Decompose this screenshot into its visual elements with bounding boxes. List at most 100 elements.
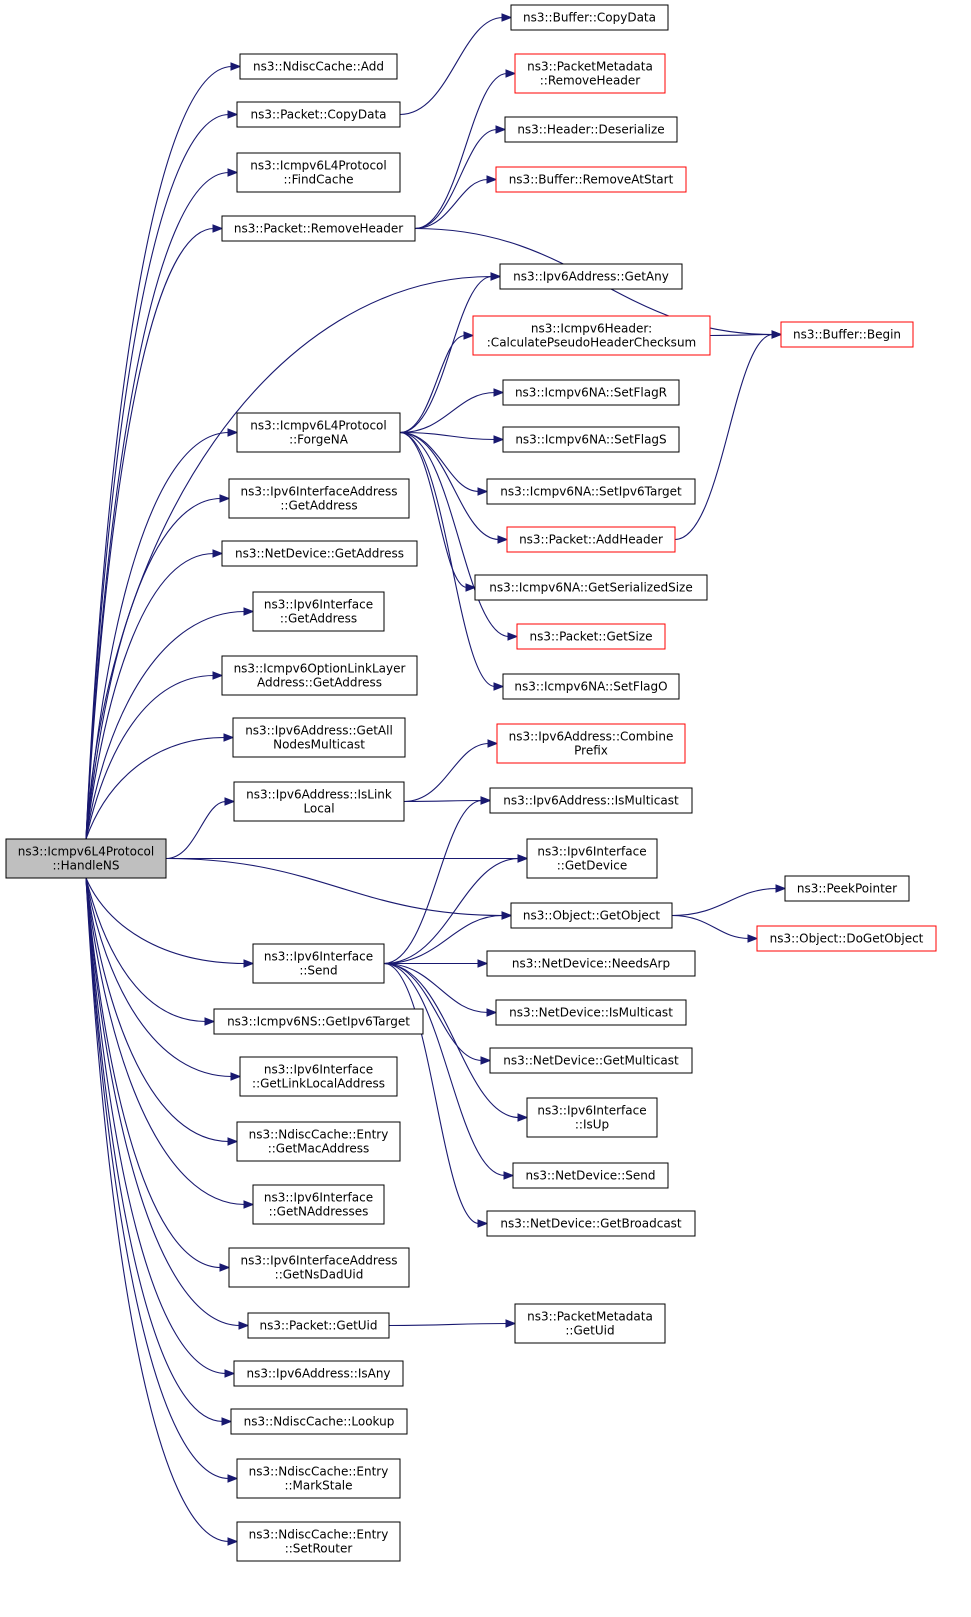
node-label: ns3::Packet::AddHeader: [519, 533, 663, 547]
arrowhead-pktRemHdr-to-pmRemHdr: [505, 69, 517, 78]
arrowhead-root-to-cacheAdd: [230, 62, 242, 71]
arrowhead-root-to-ndGetAddr: [212, 549, 224, 558]
node-label: ::GetAddress: [280, 499, 357, 513]
node-box: [228, 1247, 410, 1288]
node-getObj[interactable]: ns3::Object::GetObject: [510, 902, 673, 929]
node-ndSend[interactable]: ns3::NetDevice::Send: [512, 1162, 669, 1189]
node-box: [495, 999, 687, 1026]
edge-root-to-ifaddrGetAddr: [85, 497, 222, 840]
node-box: [502, 379, 680, 406]
node-ndGetMcast[interactable]: ns3::NetDevice::GetMulticast: [489, 1047, 693, 1074]
node-box: [756, 925, 937, 952]
arrowhead-forgeNA-to-setTarget: [477, 487, 489, 496]
edge-pktRemHdr-to-pmRemHdr: [414, 72, 508, 230]
node-label: ns3::Ipv6Address::IsAny: [246, 1367, 390, 1381]
node-pktSize[interactable]: ns3::Packet::GetSize: [516, 623, 666, 650]
node-getLLAddr[interactable]: ns3::Ipv6Interface::GetLinkLocalAddress: [239, 1056, 398, 1097]
node-doGetObj[interactable]: ns3::Object::DoGetObject: [756, 925, 937, 952]
node-label: ns3::Icmpv6L4Protocol: [250, 159, 386, 173]
node-ndBcast[interactable]: ns3::NetDevice::GetBroadcast: [486, 1210, 696, 1237]
node-addHdr[interactable]: ns3::Packet::AddHeader: [506, 526, 676, 553]
node-getNsDad[interactable]: ns3::Ipv6InterfaceAddress::GetNsDadUid: [228, 1247, 410, 1288]
edge-forgeNA-to-pktSize: [399, 431, 510, 638]
node-label: ns3::Icmpv6NS::GetIpv6Target: [227, 1015, 410, 1029]
node-optGetAddr[interactable]: ns3::Icmpv6OptionLinkLayerAddress::GetAd…: [221, 655, 418, 696]
node-setFlagR[interactable]: ns3::Icmpv6NA::SetFlagR: [502, 379, 680, 406]
node-bufBegin[interactable]: ns3::Buffer::Begin: [780, 321, 914, 348]
node-box: [252, 1184, 385, 1225]
node-label: ns3::Ipv6Interface: [264, 1191, 373, 1205]
node-box: [526, 838, 658, 879]
node-isAny[interactable]: ns3::Ipv6Address::IsAny: [233, 1360, 404, 1387]
node-peekPtr[interactable]: ns3::PeekPointer: [784, 875, 910, 902]
arrowhead-root-to-ifGetAddr: [243, 607, 255, 616]
node-pmUid[interactable]: ns3::PacketMetadata::GetUid: [514, 1303, 666, 1344]
node-pktRemHdr[interactable]: ns3::Packet::RemoveHeader: [221, 215, 416, 242]
node-setFlagO[interactable]: ns3::Icmpv6NA::SetFlagO: [502, 673, 680, 700]
node-setRouter[interactable]: ns3::NdiscCache::Entry::SetRouter: [236, 1521, 401, 1562]
edge-pktCopy-to-bufCopy: [399, 16, 504, 116]
node-pmRemHdr[interactable]: ns3::PacketMetadata::RemoveHeader: [514, 53, 666, 94]
node-markStale[interactable]: ns3::NdiscCache::Entry::MarkStale: [236, 1458, 401, 1499]
node-getMac[interactable]: ns3::NdiscCache::Entry::GetMacAddress: [236, 1121, 401, 1162]
node-findCache[interactable]: ns3::Icmpv6L4Protocol::FindCache: [236, 152, 401, 193]
node-label: ::GetNsDadUid: [275, 1268, 364, 1282]
node-pseudoCk[interactable]: ns3::Icmpv6Header::CalculatePseudoHeader…: [472, 315, 711, 356]
arrowhead-getObj-to-peekPtr: [775, 884, 787, 893]
node-serSize[interactable]: ns3::Icmpv6NA::GetSerializedSize: [474, 574, 708, 601]
node-box: [514, 53, 666, 94]
arrowhead-root-to-pktUid: [238, 1321, 250, 1330]
edge-root-to-cacheAdd: [85, 65, 233, 840]
node-getAny[interactable]: ns3::Ipv6Address::GetAny: [499, 263, 683, 290]
node-label: ::GetUid: [565, 1324, 614, 1338]
node-setFlagS[interactable]: ns3::Icmpv6NA::SetFlagS: [502, 426, 680, 453]
node-bufRemStart[interactable]: ns3::Buffer::RemoveAtStart: [495, 166, 687, 193]
arrowhead-ifSend-to-ndBcast: [477, 1219, 489, 1228]
node-root[interactable]: ns3::Icmpv6L4Protocol::HandleNS: [5, 838, 167, 879]
node-forgeNA[interactable]: ns3::Icmpv6L4Protocol::ForgeNA: [236, 412, 401, 453]
arrowhead-ifSend-to-needsArp: [477, 959, 489, 968]
node-box: [233, 781, 405, 822]
node-ndGetAddr[interactable]: ns3::NetDevice::GetAddress: [221, 540, 418, 567]
node-box: [526, 1097, 658, 1138]
node-hdrDeser[interactable]: ns3::Header::Deserialize: [504, 116, 678, 143]
node-ifGetAddr[interactable]: ns3::Ipv6Interface::GetAddress: [252, 591, 385, 632]
node-ndIsMcast[interactable]: ns3::NetDevice::IsMulticast: [495, 999, 687, 1026]
node-isMcast[interactable]: ns3::Ipv6Address::IsMulticast: [489, 787, 693, 814]
node-ifIsUp[interactable]: ns3::Ipv6Interface::IsUp: [526, 1097, 658, 1138]
node-cacheAdd[interactable]: ns3::NdiscCache::Add: [239, 53, 398, 80]
node-label: ::HandleNS: [53, 859, 120, 873]
node-label: ns3::Ipv6Address::IsLink: [246, 788, 392, 802]
node-nsTarget[interactable]: ns3::Icmpv6NS::GetIpv6Target: [213, 1008, 424, 1035]
node-needsArp[interactable]: ns3::NetDevice::NeedsArp: [486, 950, 696, 977]
arrowhead-root-to-forgeNA: [227, 428, 239, 437]
node-label: ::GetNAddresses: [269, 1205, 369, 1219]
node-getNAddr[interactable]: ns3::Ipv6Interface::GetNAddresses: [252, 1184, 385, 1225]
edge-root-to-isAny: [85, 877, 227, 1375]
node-bufCopy[interactable]: ns3::Buffer::CopyData: [510, 4, 669, 31]
node-label: ns3::Ipv6InterfaceAddress: [241, 1254, 398, 1268]
node-ifGetDev[interactable]: ns3::Ipv6Interface::GetDevice: [526, 838, 658, 879]
node-box: [252, 591, 385, 632]
node-ifSend[interactable]: ns3::Ipv6Interface::Send: [252, 943, 385, 984]
node-label: ns3::NetDevice::NeedsArp: [512, 957, 670, 971]
arrowhead-root-to-lookup: [221, 1417, 233, 1426]
node-ifaddrGetAddr[interactable]: ns3::Ipv6InterfaceAddress::GetAddress: [228, 478, 410, 519]
node-label: ns3::Buffer::CopyData: [523, 11, 656, 25]
node-pktCopy[interactable]: ns3::Packet::CopyData: [236, 101, 401, 128]
node-label: :CalculatePseudoHeaderChecksum: [487, 336, 696, 350]
node-pktUid[interactable]: ns3::Packet::GetUid: [247, 1312, 390, 1339]
arrowhead-root-to-ifSend: [243, 959, 255, 968]
edge-pktRemHdr-to-hdrDeser: [414, 128, 498, 230]
arrowhead-root-to-getLLAddr: [230, 1072, 242, 1081]
node-lookup[interactable]: ns3::NdiscCache::Lookup: [230, 1408, 408, 1435]
node-label: ns3::Ipv6Interface: [537, 845, 646, 859]
node-label: ns3::Icmpv6NA::SetFlagO: [514, 680, 667, 694]
node-box: [247, 1312, 390, 1339]
node-setTarget[interactable]: ns3::Icmpv6NA::SetIpv6Target: [486, 478, 696, 505]
edge-getObj-to-peekPtr: [671, 887, 778, 917]
